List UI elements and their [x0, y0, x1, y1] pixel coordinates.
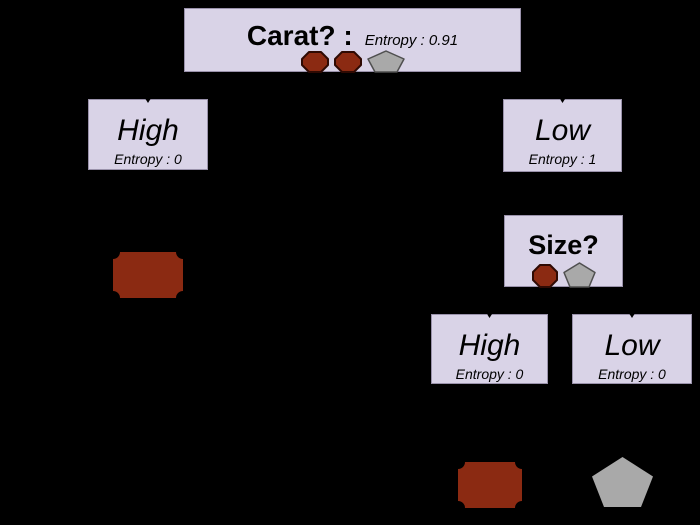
node-size-high-entropy: Entropy : 0: [455, 366, 524, 382]
node-size-high: High Entropy : 0: [431, 314, 548, 384]
node-carat: Carat? : Entropy : 0.91: [184, 8, 521, 73]
leaf-red-plaque: [458, 462, 522, 508]
gray-pentagon-icon: [562, 262, 596, 288]
node-size-title: Size?: [528, 230, 599, 260]
connector-notch: [560, 99, 565, 103]
node-carat-high: High Entropy : 0: [88, 99, 208, 170]
node-carat-high-title: High: [117, 114, 179, 147]
node-size-high-title: High: [458, 329, 521, 362]
red-octagon-icon: [300, 51, 329, 73]
node-carat-titlerow: Carat? : Entropy : 0.91: [185, 9, 520, 50]
gray-pentagon-icon: [366, 50, 405, 73]
leaf-red-plaque: [113, 252, 183, 298]
node-size-low-entropy: Entropy : 0: [598, 366, 666, 382]
node-carat-low-title: Low: [534, 114, 591, 147]
node-carat-low: Low Entropy : 1: [503, 99, 622, 172]
red-octagon-icon: [333, 51, 362, 73]
node-size-low-title: Low: [604, 329, 660, 362]
node-size-low: Low Entropy : 0: [572, 314, 692, 384]
node-carat-low-entropy: Entropy : 1: [528, 151, 597, 167]
connector-notch: [629, 314, 635, 318]
node-carat-entropy: Entropy : 0.91: [364, 32, 459, 49]
node-size-class-icons: [531, 262, 596, 288]
node-carat-class-icons: [300, 50, 405, 73]
node-carat-title: Carat? :: [246, 20, 353, 51]
connector-notch: [145, 99, 151, 103]
red-octagon-icon: [531, 264, 558, 288]
leaf-gray-pentagon: [592, 457, 653, 507]
connector-notch: [487, 314, 492, 318]
node-size: Size?: [504, 215, 623, 288]
node-carat-high-entropy: Entropy : 0: [114, 151, 182, 167]
